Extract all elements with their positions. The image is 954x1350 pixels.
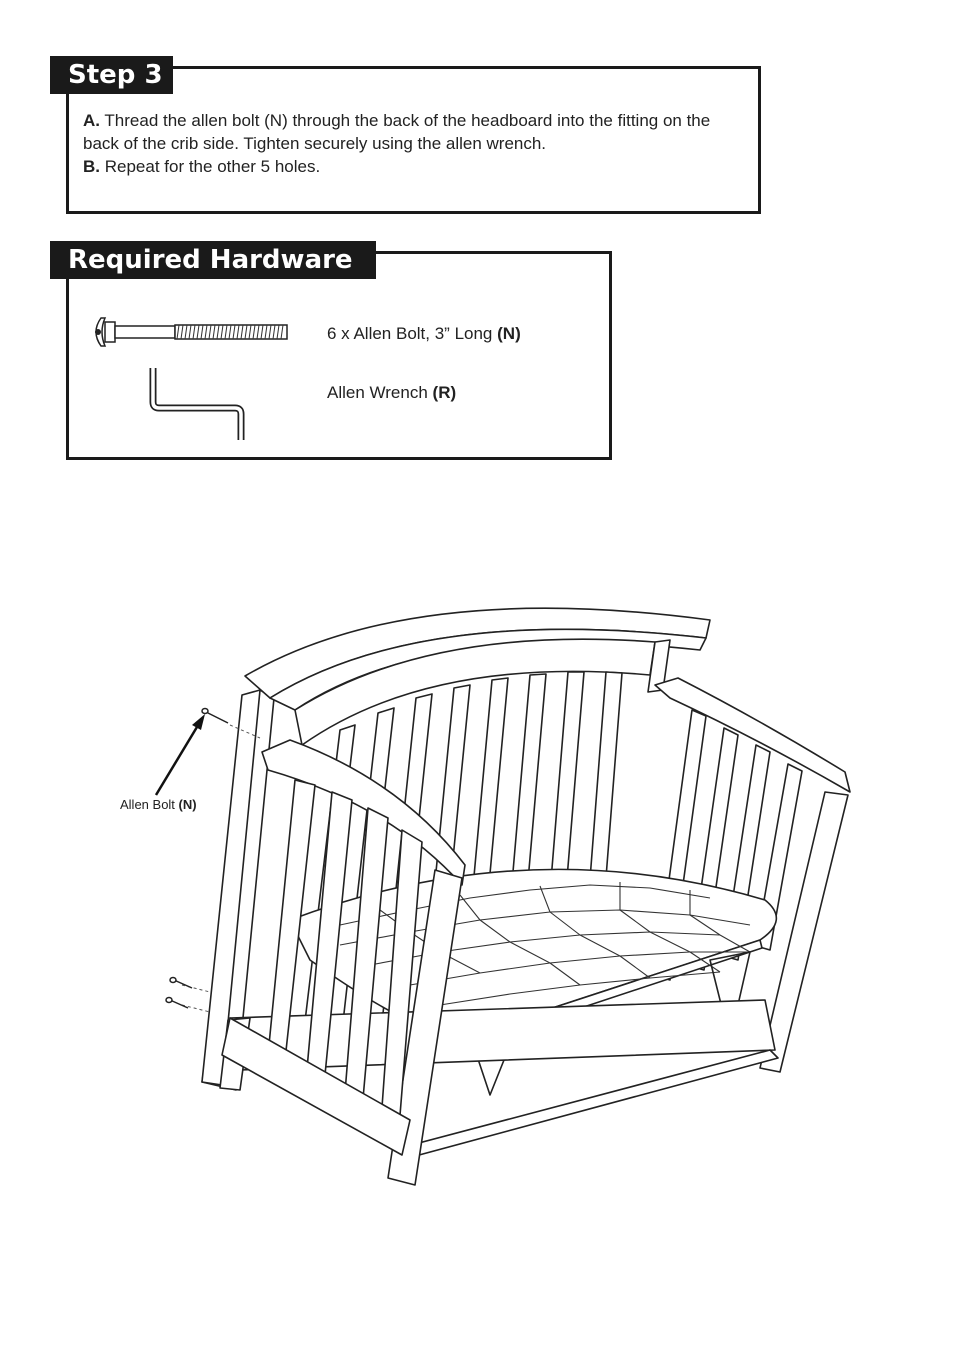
hardware-item-code: (N) xyxy=(497,324,521,343)
step-a-marker: A. xyxy=(83,111,100,130)
step-instructions-box: A. Thread the allen bolt (N) through the… xyxy=(66,66,761,214)
allen-wrench-icon xyxy=(149,368,245,440)
step-b-marker: B. xyxy=(83,157,100,176)
step-b-text: Repeat for the other 5 holes. xyxy=(104,157,321,176)
allen-bolt-callout: Allen Bolt (N) xyxy=(120,797,197,812)
required-hardware-box: 6 x Allen Bolt, 3” Long (N) Allen Wrench… xyxy=(66,251,612,460)
step-b-instruction: B. Repeat for the other 5 holes. xyxy=(83,155,748,178)
step-title: Step 3 xyxy=(50,56,173,94)
step-instructions: A. Thread the allen bolt (N) through the… xyxy=(83,109,748,178)
hardware-item-allen-wrench: Allen Wrench (R) xyxy=(327,383,456,403)
required-hardware-title: Required Hardware xyxy=(50,241,376,279)
step-a-text: Thread the allen bolt (N) through the ba… xyxy=(83,111,711,153)
callout-label-text: Allen Bolt xyxy=(120,797,175,812)
hardware-item-allen-bolt: 6 x Allen Bolt, 3” Long (N) xyxy=(327,324,521,344)
callout-arrow xyxy=(154,721,202,796)
hardware-item-label: 6 x Allen Bolt, 3” Long xyxy=(327,324,493,343)
step-a-instruction: A. Thread the allen bolt (N) through the… xyxy=(83,109,748,155)
hardware-item-code: (R) xyxy=(432,383,457,402)
crib-assembly-illustration xyxy=(154,607,851,1186)
allen-bolt-icon xyxy=(95,317,288,347)
hardware-item-label: Allen Wrench xyxy=(327,383,428,402)
callout-code: (N) xyxy=(178,797,197,812)
